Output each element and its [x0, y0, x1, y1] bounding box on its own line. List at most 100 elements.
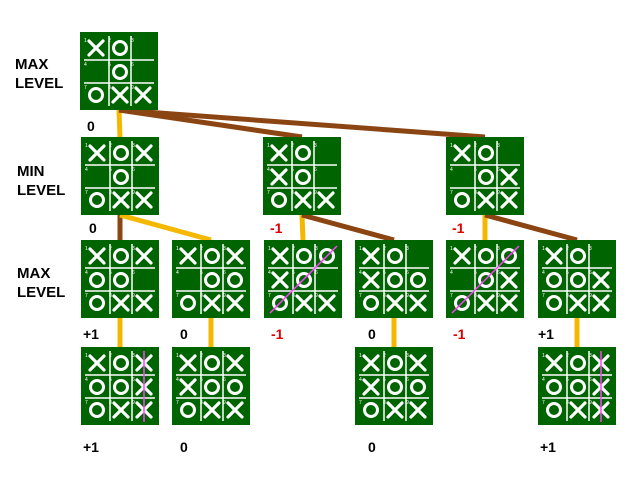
o-mark: [363, 402, 379, 418]
svg-text:9: 9: [589, 293, 592, 299]
svg-text:3: 3: [223, 353, 226, 359]
x-mark: [545, 354, 563, 372]
x-mark: [295, 294, 313, 312]
svg-text:2: 2: [383, 353, 386, 359]
score-n32: +1: [538, 326, 554, 342]
svg-text:9: 9: [223, 400, 226, 406]
level-label-max-top: MAX LEVEL: [15, 56, 64, 92]
score-n12: 0: [180, 326, 188, 342]
edge-n2-n22: [301, 212, 395, 243]
x-mark: [111, 86, 129, 104]
x-mark: [409, 401, 427, 419]
svg-text:7: 7: [268, 293, 271, 299]
svg-text:3: 3: [131, 38, 134, 44]
svg-text:3: 3: [406, 246, 409, 252]
o-mark: [410, 379, 426, 395]
svg-text:5: 5: [109, 167, 112, 173]
o-mark: [387, 355, 403, 371]
svg-text:3: 3: [589, 246, 592, 252]
svg-text:8: 8: [109, 400, 112, 406]
x-mark: [500, 271, 518, 289]
x-mark: [569, 401, 587, 419]
x-mark: [88, 247, 106, 265]
svg-text:6: 6: [497, 167, 500, 173]
svg-text:4: 4: [359, 270, 362, 276]
x-mark: [386, 401, 404, 419]
svg-text:7: 7: [542, 293, 545, 299]
o-mark: [546, 272, 562, 288]
svg-text:3: 3: [132, 353, 135, 359]
o-mark: [546, 379, 562, 395]
svg-text:4: 4: [267, 167, 270, 173]
svg-text:6: 6: [132, 270, 135, 276]
x-mark: [203, 294, 221, 312]
svg-text:8: 8: [383, 400, 386, 406]
o-mark: [88, 87, 104, 103]
x-mark: [112, 401, 130, 419]
score-n21: -1: [271, 326, 284, 342]
svg-text:9: 9: [131, 85, 134, 91]
x-mark: [270, 168, 288, 186]
svg-text:7: 7: [176, 400, 179, 406]
svg-text:3: 3: [314, 143, 317, 149]
svg-text:8: 8: [566, 400, 569, 406]
o-mark: [570, 355, 586, 371]
o-mark: [454, 192, 470, 208]
svg-text:2: 2: [291, 143, 294, 149]
svg-text:3: 3: [223, 246, 226, 252]
svg-text:6: 6: [132, 377, 135, 383]
svg-text:5: 5: [108, 62, 111, 68]
svg-text:1: 1: [542, 353, 545, 359]
svg-text:7: 7: [450, 190, 453, 196]
score-n121: 0: [180, 439, 188, 455]
svg-text:3: 3: [497, 143, 500, 149]
x-mark: [135, 191, 153, 209]
o-mark: [478, 169, 494, 185]
o-mark: [387, 379, 403, 395]
o-mark: [478, 272, 494, 288]
svg-text:6: 6: [223, 377, 226, 383]
svg-text:7: 7: [84, 85, 87, 91]
svg-text:9: 9: [315, 293, 318, 299]
svg-text:2: 2: [566, 246, 569, 252]
x-mark: [500, 294, 518, 312]
x-mark: [386, 294, 404, 312]
x-mark: [362, 378, 380, 396]
svg-text:6: 6: [497, 270, 500, 276]
x-mark: [134, 86, 152, 104]
svg-text:2: 2: [292, 246, 295, 252]
svg-text:8: 8: [109, 190, 112, 196]
o-mark: [112, 40, 128, 56]
o-mark: [387, 248, 403, 264]
svg-text:6: 6: [406, 377, 409, 383]
x-mark: [112, 294, 130, 312]
o-mark: [227, 379, 243, 395]
x-mark: [226, 401, 244, 419]
svg-text:5: 5: [566, 377, 569, 383]
svg-text:2: 2: [200, 353, 203, 359]
svg-text:3: 3: [315, 246, 318, 252]
svg-text:1: 1: [176, 353, 179, 359]
svg-text:4: 4: [85, 270, 88, 276]
svg-text:1: 1: [450, 246, 453, 252]
svg-text:6: 6: [589, 377, 592, 383]
x-mark: [569, 294, 587, 312]
svg-text:7: 7: [359, 400, 362, 406]
o-mark: [89, 192, 105, 208]
svg-text:5: 5: [383, 377, 386, 383]
x-mark: [87, 39, 105, 57]
x-mark: [226, 354, 244, 372]
o-mark: [113, 379, 129, 395]
score-n22: 0: [368, 326, 376, 342]
svg-text:4: 4: [542, 377, 545, 383]
